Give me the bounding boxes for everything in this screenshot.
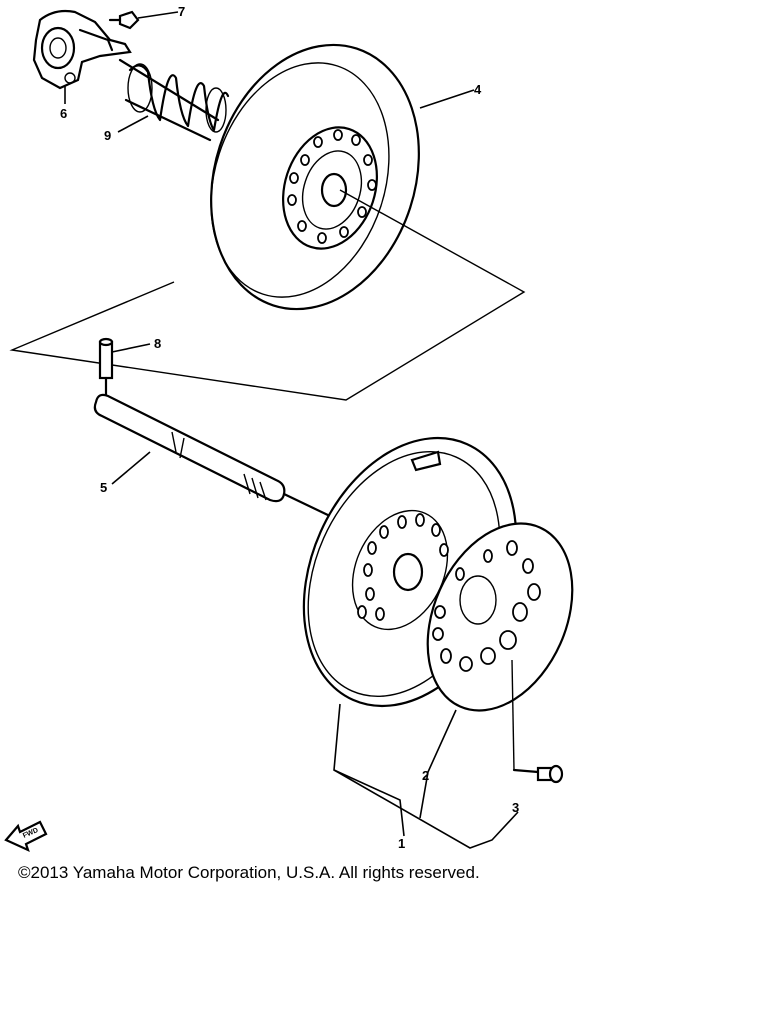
callout-6: 6	[60, 106, 67, 121]
callout-9: 9	[104, 128, 111, 143]
callout-1: 1	[398, 836, 405, 851]
part-2-plate	[426, 522, 574, 712]
callout-8: 8	[154, 336, 161, 351]
copyright-notice: ©2013 Yamaha Motor Corporation, U.S.A. A…	[18, 863, 480, 882]
callout-7: 7	[178, 4, 185, 19]
callout-4: 4	[474, 82, 482, 97]
part-6-bracket	[32, 9, 132, 90]
part-9-spring	[118, 58, 230, 142]
leader-lines	[64, 11, 519, 849]
callout-labels: 7 6 9 4 8 5 2 1 3	[60, 4, 519, 851]
part-3-bolt	[511, 659, 564, 784]
part-8-pin	[98, 337, 114, 400]
callout-2: 2	[422, 768, 429, 783]
forward-arrow-icon: FWD	[4, 820, 48, 853]
part-7-bolt	[108, 10, 140, 30]
callout-5: 5	[100, 480, 107, 495]
callout-3: 3	[512, 800, 519, 815]
part-4-movable-sheave	[210, 43, 420, 311]
assembly-guide-lines	[9, 189, 526, 401]
